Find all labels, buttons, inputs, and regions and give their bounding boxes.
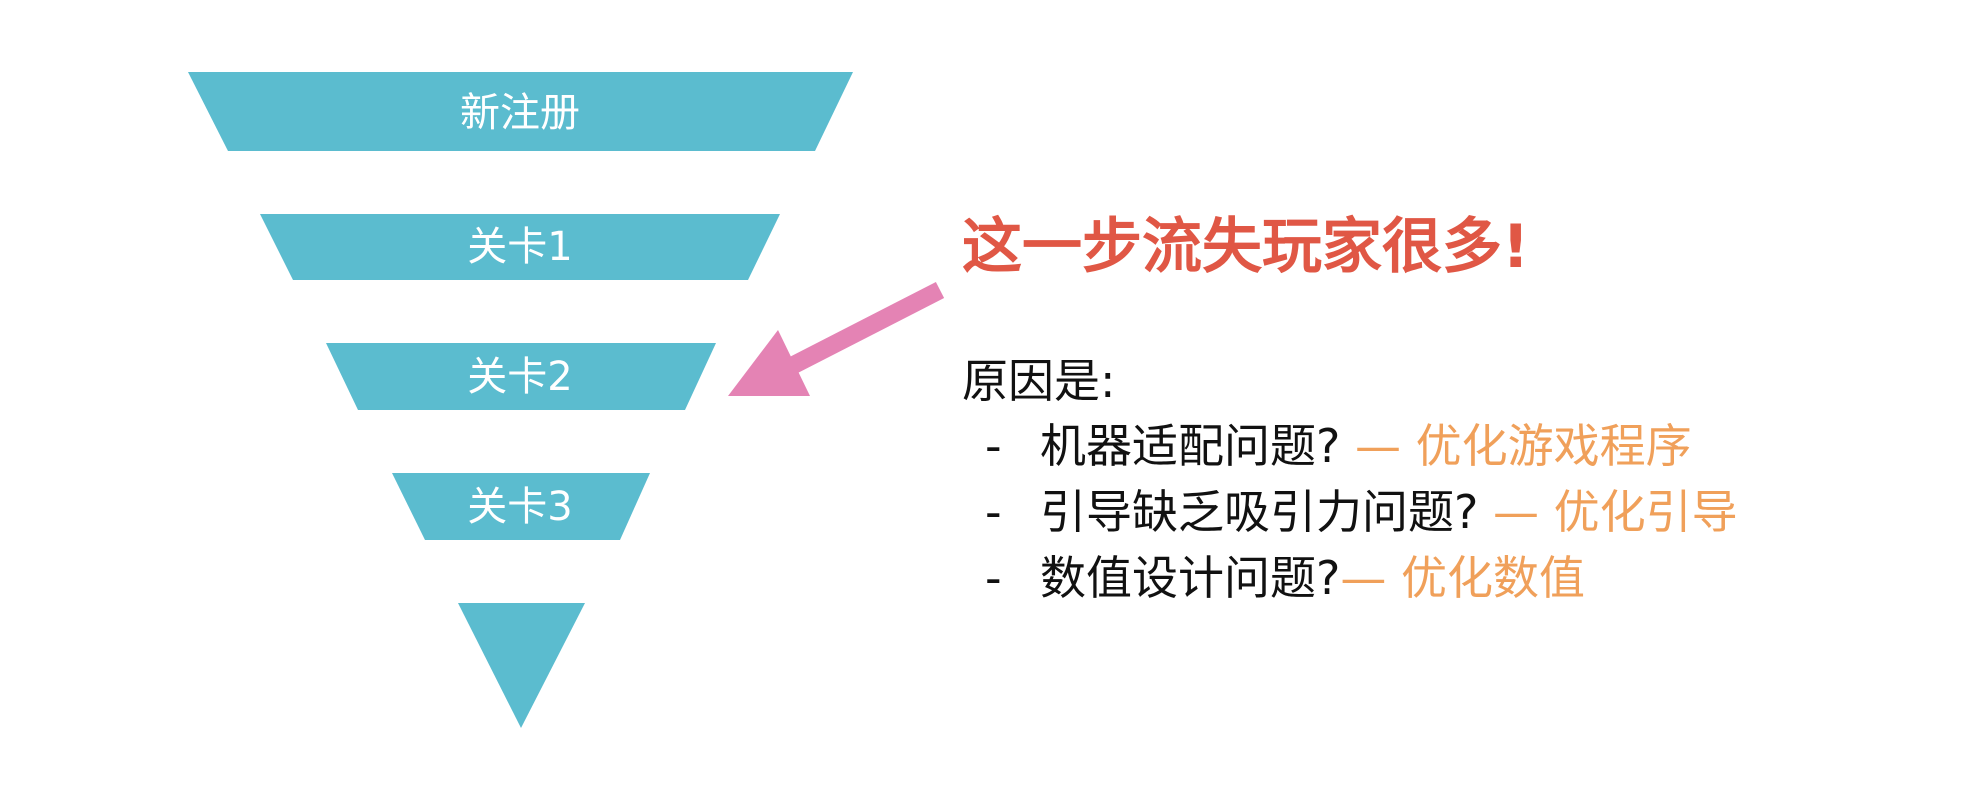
reason-dash: -: [985, 551, 1002, 605]
funnel-stage-1-label: 新注册: [460, 90, 580, 136]
funnel-stage-4-shape: [392, 473, 650, 540]
reason-question: 引导缺乏吸引力问题?: [1040, 485, 1479, 539]
funnel-stage-3-shape: [326, 343, 716, 410]
funnel-stage-level-2: 关卡2: [326, 343, 716, 410]
funnel-stage-tip: [458, 603, 585, 728]
reason-fix: — 优化引导: [1478, 485, 1738, 539]
funnel-stage-level-3: 关卡3: [392, 473, 650, 540]
funnel-stage-3-label: 关卡2: [467, 354, 572, 400]
funnel-stage-4-label: 关卡3: [467, 484, 572, 530]
headline-text: 这一步流失玩家很多!: [962, 212, 1530, 282]
reason-fix: — 优化游戏程序: [1340, 419, 1692, 473]
reason-dash: -: [985, 419, 1002, 473]
reason-fix: — 优化数值: [1340, 551, 1586, 605]
reasons-title: 原因是:: [962, 354, 1116, 408]
pointer-arrow-icon: [728, 281, 945, 396]
funnel-stage-level-1: 关卡1: [260, 214, 780, 280]
funnel-stage-2-label: 关卡1: [467, 224, 572, 270]
funnel-stage-1-shape: [188, 72, 853, 151]
reason-item-tutorial: -引导缺乏吸引力问题? — 优化引导: [985, 476, 1738, 539]
reason-question: 数值设计问题?: [1040, 551, 1341, 605]
reason-question: 机器适配问题?: [1040, 419, 1341, 473]
funnel-stage-5-shape: [458, 603, 585, 728]
pointer-arrow-shaft: [775, 281, 945, 381]
funnel-stage-new-register: 新注册: [188, 72, 853, 151]
reason-dash: -: [985, 485, 1002, 539]
reason-item-machine-compat: -机器适配问题? — 优化游戏程序: [985, 410, 1692, 473]
funnel-stage-2-shape: [260, 214, 780, 280]
pointer-arrow-head: [728, 330, 810, 396]
reason-item-numeric-design: -数值设计问题?— 优化数值: [985, 542, 1586, 605]
